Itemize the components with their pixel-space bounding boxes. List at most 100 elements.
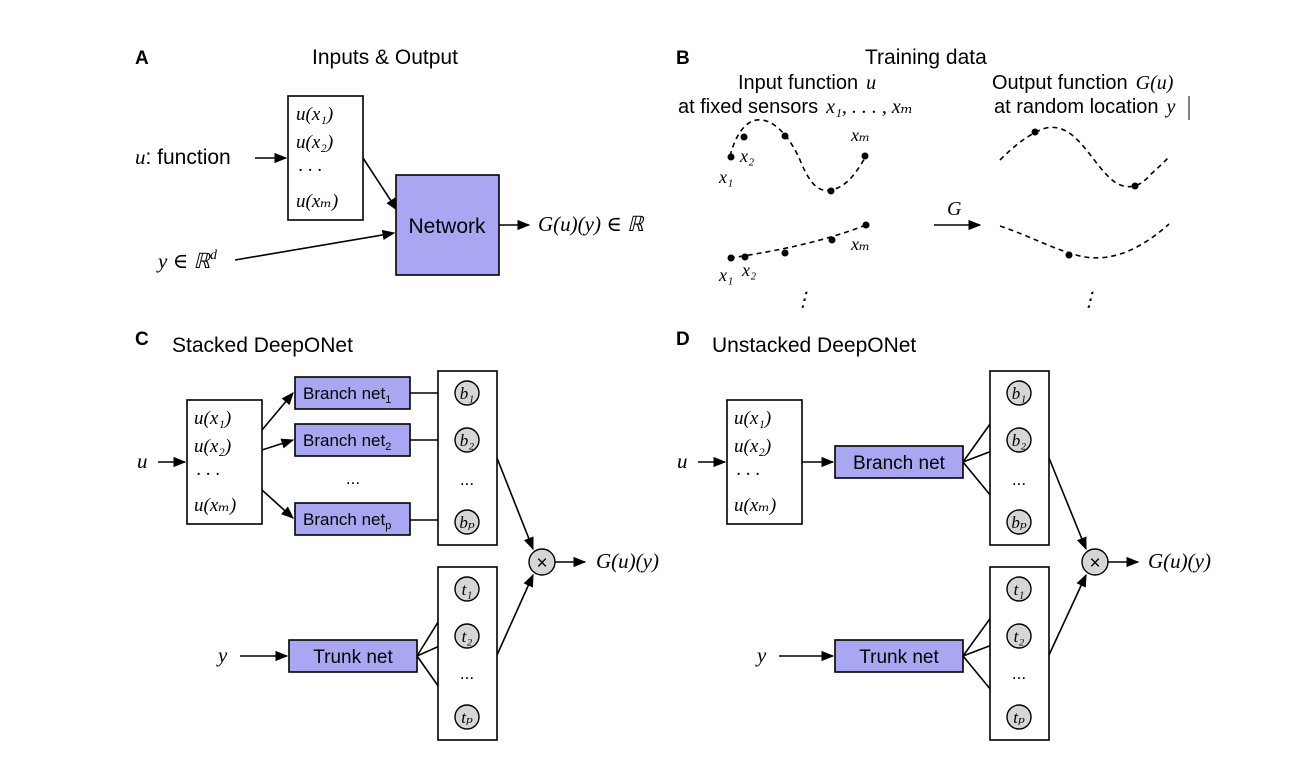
panel-b-output1-point [1031,128,1039,136]
panel-a-sensor-ellipsis: · · · [298,160,322,181]
panel-a-output: G(u)(y) ∈ ℝ [538,212,645,236]
panel-d: D Unstacked DeepONet u u(x₁) u(x₂) · · ·… [676,329,1211,741]
panel-d-sensor-1: u(x₁) [734,408,771,429]
panel-c-sensor-1: u(x₁) [194,408,231,429]
panel-b-letter: B [676,48,690,69]
panel-c-trunk-net-label: Trunk net [313,647,393,668]
panel-d-sensor-box [726,399,803,525]
panel-c-node-b1 [454,380,480,406]
panel-b-operator-label: G [947,198,962,220]
panel-c-branch-net-2-label: Branch net2 [303,431,391,453]
panel-b-curve1-label-xm: xₘ [850,125,870,145]
panel-d-product-label: × [1089,553,1100,574]
panel-b-curve1-point [781,132,789,140]
panel-b-curve1-point [827,187,835,195]
panel-c-node-b2 [454,427,480,453]
panel-b-curve2-label-xm: xₘ [850,234,870,254]
panel-c-node-b2-label: b₂ [460,431,475,450]
panel-d-input-u: u [677,449,688,473]
panel-d-sensor-m: u(xₘ) [734,495,776,516]
panel-d-trunk-net-label: Trunk net [859,647,939,668]
panel-a-y-arrow [234,229,396,261]
panel-d-input-y: y [755,643,767,667]
panel-d-sensor-2: u(x₂) [734,436,771,457]
panel-d-branch-net-label: Branch net [853,453,946,474]
panel-c-t-ellipsis: ... [460,664,474,683]
panel-a-sensor-2: u(x₂) [296,132,333,153]
panel-d-node-t1-label: t₁ [1014,580,1025,599]
panel-d-trunk-net [834,639,964,673]
panel-d-node-bp-label: bₚ [1011,513,1027,532]
panel-c-node-bp-label: bₚ [459,513,475,532]
panel-c-branch-arrow-2 [261,438,295,451]
panel-c-sensor-m: u(xₘ) [194,495,236,516]
panel-d-sensor-ellipsis: · · · [736,464,760,485]
panel-b-curve2-label-x1: x₁ [718,265,733,285]
panel-c-output: G(u)(y) [596,549,659,573]
panel-d-node-t2 [1006,623,1032,649]
panel-c-branch-net-p-label: Branch netp [303,510,391,532]
panel-a-network-box [395,174,500,276]
panel-b-output1-point [1131,182,1139,190]
panel-d-node-b2 [1006,427,1032,453]
panel-b-curve2-point-xm [862,221,870,229]
panel-d-title: Unstacked DeepONet [712,334,916,357]
panel-b-input-vdots: ⋮ [793,289,813,311]
panel-c-branch-arrow-p [261,489,294,519]
panel-a-title: Inputs & Output [312,46,458,69]
panel-d-b-to-product-arrow [1048,457,1087,551]
panel-c-node-t2-label: t₂ [462,627,473,646]
panel-b-curve1-point-xm [861,152,869,160]
panel-c-letter: C [135,329,149,350]
panel-d-letter: D [676,329,690,350]
panel-c-branch-net-p [294,502,411,536]
panel-c-input-y: y [216,643,228,667]
panel-c-branch-net-1-label: Branch net1 [303,384,391,406]
panel-c-node-t1 [454,576,480,602]
panel-c-b-ellipsis: ... [460,470,474,489]
panel-c-node-tp [454,704,480,730]
panel-b-curve1-label-x2: x₂ [739,146,754,166]
panel-b-curve2-label-x2: x₂ [741,260,756,280]
panel-a-input-label: u: function [135,145,231,169]
panel-d-output: G(u)(y) [1148,549,1211,573]
panel-d-node-t1 [1006,576,1032,602]
panel-d-node-tp [1006,704,1032,730]
panel-b-output-vdots: ⋮ [1079,289,1099,311]
panel-b-title: Training data [865,46,987,69]
panel-c-branch-ellipsis: ... [346,469,360,488]
panel-c-node-tp-label: tₚ [461,708,473,727]
panel-c-branch-net-2 [294,423,411,457]
panel-d-node-tp-label: tₚ [1013,708,1025,727]
panel-a-sensor-arrow [362,157,398,212]
panel-b-output2-point [1065,251,1073,259]
panel-d-node-b2-label: b₂ [1012,431,1027,450]
panel-d-node-b1 [1006,380,1032,406]
panel-d-node-t2-label: t₂ [1014,627,1025,646]
panel-b-input-curve-2 [729,224,867,259]
panel-c-b-to-product-arrow [496,457,534,551]
panel-c-node-bp [454,509,480,535]
panel-a-sensor-m: u(xₘ) [296,191,338,212]
panel-c-branch-arrow-1 [261,392,294,431]
panel-d-branch-net [834,445,964,479]
panel-a: A Inputs & Output u: function u(x₁) u(x₂… [135,46,645,276]
panel-b-curve1-label-x1: x₁ [718,167,733,187]
panel-d-node-bp [1006,509,1032,535]
panel-b-output-curve-2 [999,223,1170,259]
panel-c-title: Stacked DeepONet [172,334,353,357]
panel-b-curve2-point-x2 [741,253,749,261]
panel-a-sensor-1: u(x₁) [296,104,333,125]
panel-b-curve1-point-x1 [727,153,735,161]
panel-a-network-label: Network [408,215,486,238]
panel-d-b-ellipsis: ... [1012,470,1026,489]
panel-c-node-b1-label: b₁ [460,384,474,403]
panel-b-curve1-point-x2 [740,133,748,141]
panel-a-letter: A [135,48,149,69]
